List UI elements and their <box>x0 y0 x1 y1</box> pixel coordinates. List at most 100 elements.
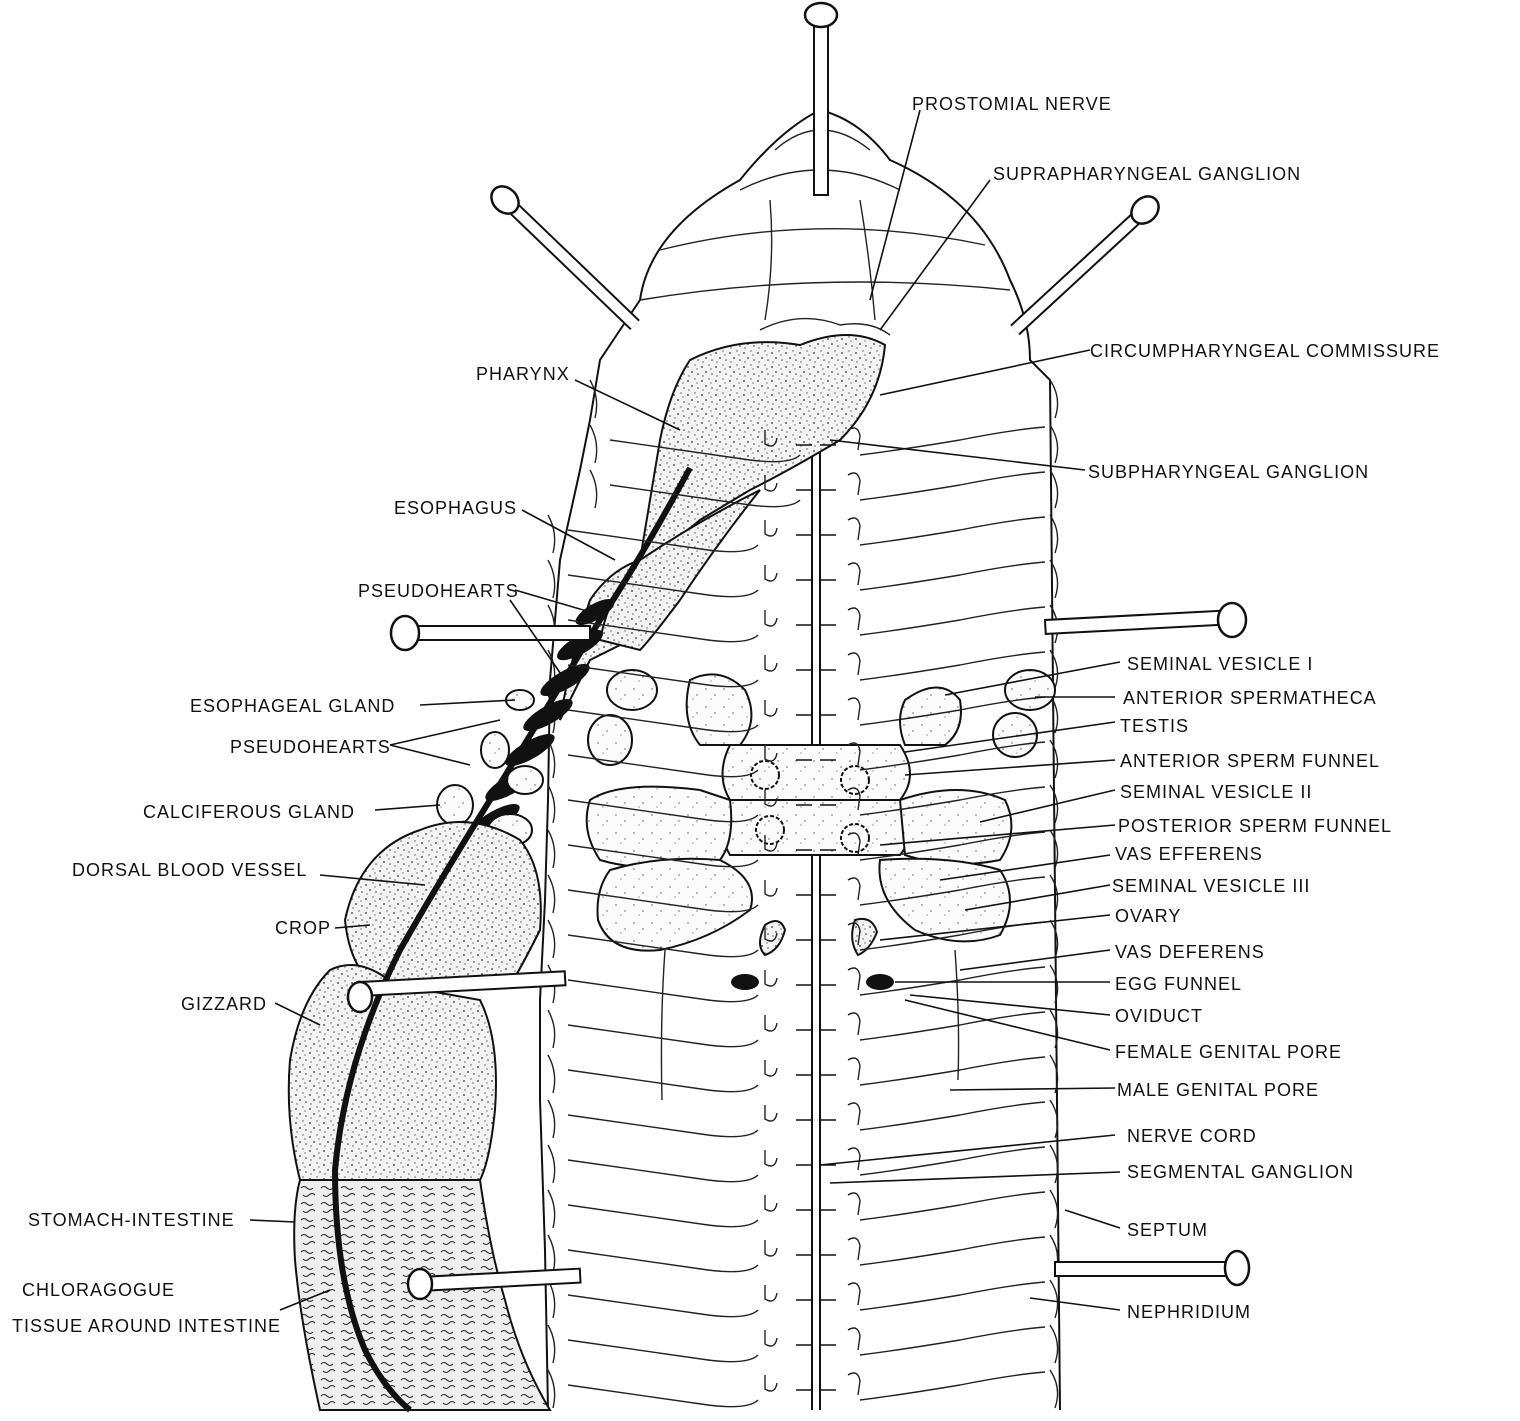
nephridium-left <box>567 844 759 868</box>
nephridium-left <box>567 1069 759 1093</box>
nephridium-right <box>859 1101 1046 1131</box>
nephrostome-right <box>847 1102 861 1126</box>
segment-ring-left <box>589 424 598 464</box>
segment-ring-left <box>547 1144 556 1184</box>
nephridium-right <box>859 561 1046 591</box>
leader-lines <box>249 109 1121 1311</box>
nephridium-left <box>567 934 759 958</box>
segment-ring-left <box>547 784 556 824</box>
nephridium-left <box>567 1249 759 1273</box>
nephridium-left <box>567 574 759 598</box>
segment-ring-right <box>1049 1099 1059 1139</box>
segment-ring-right <box>1049 1144 1059 1184</box>
segment-ring-right <box>1049 829 1059 869</box>
nephridium-right <box>859 426 1046 456</box>
nephrostome-left <box>764 1105 778 1122</box>
segment-ring-left <box>547 514 556 554</box>
label-female-genital-pore: FEMALE GENITAL PORE <box>1115 1042 1342 1062</box>
nephrostome-right <box>847 877 861 901</box>
segment-ring-right <box>1049 559 1059 599</box>
label-anterior-spermatheca: ANTERIOR SPERMATHECA <box>1123 688 1377 708</box>
nephrostome-left <box>764 565 778 582</box>
nephridium-left <box>567 1339 759 1363</box>
nephrostome-right <box>847 697 861 721</box>
nephrostome-right <box>847 967 861 991</box>
nephrostome-right <box>847 1237 861 1261</box>
nephrostome-right <box>847 1282 861 1306</box>
nephrostome-left <box>764 745 778 762</box>
label-stomach-intestine: STOMACH-INTESTINE <box>28 1210 235 1230</box>
nephrostome-left <box>764 1285 778 1302</box>
label-nerve-cord: NERVE CORD <box>1127 1126 1257 1146</box>
label-ovary: OVARY <box>1115 906 1181 926</box>
segment-ring-left <box>589 379 598 419</box>
segment-ring-left <box>547 1369 556 1409</box>
label-esophageal-gland: ESOPHAGEAL GLAND <box>190 696 395 716</box>
nephrostome-left <box>764 1375 778 1392</box>
labels: PROSTOMIAL NERVE SUPRAPHARYNGEAL GANGLIO… <box>12 94 1440 1336</box>
nephridium-left <box>567 889 759 913</box>
segment-ring-left <box>547 1234 556 1274</box>
segment-ring-left <box>547 1099 556 1139</box>
label-oviduct: OVIDUCT <box>1115 1006 1203 1026</box>
segment-ring-left <box>547 919 556 959</box>
segment-ring-right <box>1049 514 1059 554</box>
nephrostome-right <box>847 1192 861 1216</box>
label-posterior-sperm-funnel: POSTERIOR SPERM FUNNEL <box>1118 816 1392 836</box>
nephrostome-right <box>847 742 861 766</box>
label-seminal-vesicle-1: SEMINAL VESICLE I <box>1127 654 1313 674</box>
nephrostome-left <box>764 1015 778 1032</box>
nephrostome-right <box>847 652 861 676</box>
segment-ring-right <box>1049 1369 1059 1409</box>
nephridium-left <box>567 1024 759 1048</box>
nephridium-right <box>859 786 1046 816</box>
nephrostome-left <box>764 1330 778 1347</box>
nephrostome-left <box>764 1195 778 1212</box>
label-male-genital-pore: MALE GENITAL PORE <box>1117 1080 1319 1100</box>
ventral-nerve-cord <box>811 440 821 1410</box>
nephrostome-left <box>764 790 778 807</box>
label-seminal-vesicle-3: SEMINAL VESICLE III <box>1112 876 1310 896</box>
nephrostome-left <box>764 610 778 627</box>
dissection-pins <box>346 1 1251 1301</box>
reproductive-organs <box>585 669 1056 1101</box>
nephridium-right <box>859 471 1046 501</box>
segment-ring-right <box>1049 964 1059 1004</box>
nephrostome-right <box>847 922 861 946</box>
pharynx <box>638 334 887 562</box>
nephridium-right <box>859 651 1046 681</box>
segment-ring-right <box>1049 1009 1059 1049</box>
label-prostomial-nerve: PROSTOMIAL NERVE <box>912 94 1112 114</box>
nephridium-right <box>859 1146 1046 1176</box>
nephrostome-right <box>847 427 861 451</box>
segment-ring-right <box>1049 379 1059 419</box>
segment-ring-left <box>547 559 556 599</box>
nephridium-left <box>567 1114 759 1138</box>
nephrostome-left <box>764 475 778 492</box>
nephridium-right <box>859 876 1046 906</box>
segment-ring-left <box>547 829 556 869</box>
nephridium-right <box>859 741 1046 771</box>
nephrostome-right <box>847 1327 861 1351</box>
nephridium-left <box>567 664 759 688</box>
label-calciferous-gland: CALCIFEROUS GLAND <box>143 802 355 822</box>
nephrostome-left <box>764 970 778 987</box>
label-pharynx: PHARYNX <box>476 364 570 384</box>
nephridium-left <box>609 484 801 508</box>
nephrostome-left <box>764 1150 778 1167</box>
nephridium-right <box>859 1011 1046 1041</box>
label-suprapharyngeal-ganglion: SUPRAPHARYNGEAL GANGLION <box>993 164 1301 184</box>
nephrostome-left <box>764 880 778 897</box>
nephridium-left <box>567 709 759 733</box>
nephrostome-right <box>847 1057 861 1081</box>
nephridium-left <box>567 1159 759 1183</box>
label-vas-deferens: VAS DEFERENS <box>1115 942 1265 962</box>
nephridium-left <box>567 619 759 643</box>
label-dorsal-blood-vessel: DORSAL BLOOD VESSEL <box>72 860 307 880</box>
label-esophagus: ESOPHAGUS <box>394 498 517 518</box>
nephridium-left <box>567 529 759 553</box>
label-circumpharyngeal-commissure: CIRCUMPHARYNGEAL COMMISSURE <box>1090 341 1440 361</box>
nephridium-right <box>859 696 1046 726</box>
nephridium-right <box>859 1056 1046 1086</box>
